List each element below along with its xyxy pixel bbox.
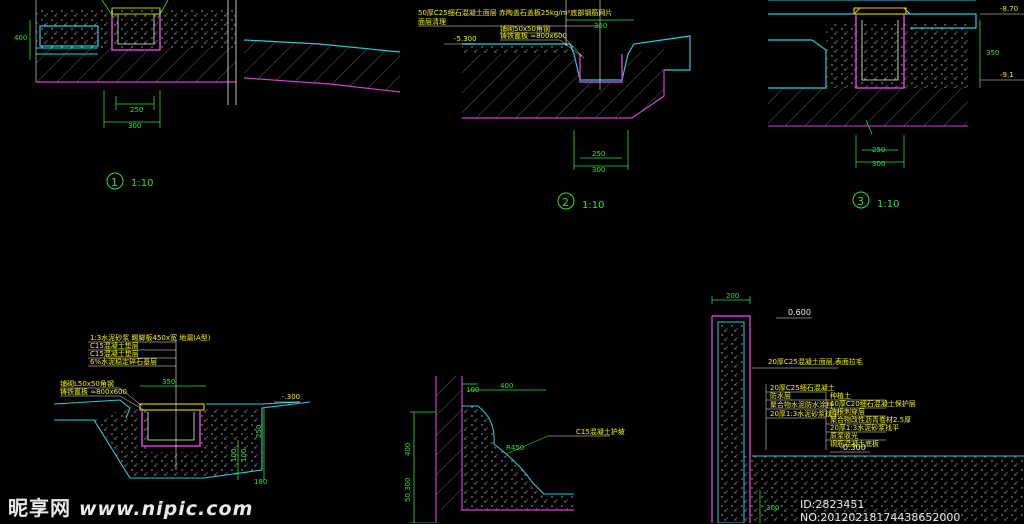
detail-2-level: -5.300 <box>454 35 477 43</box>
detail-2-scale: 1:10 <box>582 200 604 211</box>
detail-3-scale: 1:10 <box>877 199 899 210</box>
detail-5: 400 100 400 50,300 R450 C15混凝土护坡 <box>404 376 625 523</box>
detail-6-note-right-2: 40厚C20细石混凝土保护层 <box>830 399 916 408</box>
detail-4-level: -.300 <box>282 393 300 401</box>
detail-4-dim-height: 250 <box>255 425 263 438</box>
detail-4-label-1: 铺砌L50x50角钢 <box>60 379 114 388</box>
detail-3-dim-height: 350 <box>986 49 999 57</box>
detail-3-level-top: -8.70 <box>1000 5 1018 13</box>
detail-2-number: 2 <box>562 196 569 209</box>
detail-1-dim-inner: 250 <box>130 106 143 114</box>
detail-4-note-1: 1:3水泥砂浆 踢脚板450x宽 地漏(A型) <box>90 333 211 342</box>
watermark: 昵享网 www.nipic.com <box>8 492 253 521</box>
detail-5-dim-top: 400 <box>500 382 513 390</box>
detail-6-note-right-6: 原浆收光 <box>830 431 858 440</box>
detail-4-dim-base-a: 100 <box>230 449 238 462</box>
detail-4-note-2: C15混凝土垫层 <box>90 341 139 350</box>
detail-6-note-left-2: 防水层 <box>770 391 791 400</box>
detail-2-dim-outer: 300 <box>592 166 605 174</box>
image-id-label: ID:2823451 NO:20120218174438652000 <box>800 498 961 524</box>
detail-5-note: C15混凝土护坡 <box>576 427 625 436</box>
detail-5-dim-base: 50,300 <box>404 478 412 503</box>
detail-3: -8.70 -9.1 250 300 350 3 1:10 <box>768 0 1024 210</box>
detail-6-level-top: 0.600 <box>788 308 811 317</box>
detail-2: 50厚C25细石混凝土面层 赤陶盖石盖板25kg/m²底部钢筋网片 面层清理 铺… <box>418 0 691 211</box>
detail-3-dim-outer: 300 <box>872 160 885 168</box>
detail-1: 250 300 400 1 1:10 <box>14 0 401 190</box>
detail-2-dim-top: 350 <box>594 22 607 30</box>
detail-4-note-3: C15混凝土垫层 <box>90 349 139 358</box>
detail-4: 1:3水泥砂浆 踢脚板450x宽 地漏(A型) C15混凝土垫层 C15混凝土垫… <box>53 333 311 486</box>
detail-3-level-bottom: -9.1 <box>1000 71 1014 79</box>
detail-1-dim-outer: 300 <box>128 122 141 130</box>
detail-6-note-left-3: 聚合物水泥防水涂料 <box>770 400 833 409</box>
detail-6-note-right-3: 防根刺穿层 <box>830 407 865 416</box>
detail-6-level-bottom: -0.300 <box>840 443 866 452</box>
detail-6-note-top: 20厚C25混凝土面层,表面拉毛 <box>768 357 863 366</box>
detail-6-note-left-4: 20厚1:3水泥砂浆找平 <box>770 409 839 418</box>
detail-4-note-4: 6%水泥稳定碎石基层 <box>90 357 157 366</box>
detail-6-dim-bottom: 300 <box>766 504 779 512</box>
detail-1-dim-side: 400 <box>14 34 27 42</box>
detail-6-note-right-4: 聚合物改性沥青卷材2.5厚 <box>830 415 911 424</box>
detail-6-note-right-5: 20厚1:3水泥砂浆找平 <box>830 423 899 432</box>
detail-1-scale: 1:10 <box>131 178 153 189</box>
detail-6-note-right-1: 种植土 <box>830 391 851 400</box>
detail-6-note-right-7: 钢筋混凝土底板 <box>830 439 879 448</box>
detail-6: 200 300 0.600 -0.300 20厚C25混凝土面层,表面拉毛 20… <box>711 292 1024 523</box>
detail-6-dim-top: 200 <box>726 292 739 300</box>
detail-2-dim-inner: 250 <box>592 150 605 158</box>
detail-2-note-2: 面层清理 <box>418 17 446 26</box>
detail-3-dim-inner: 250 <box>872 146 885 154</box>
detail-5-dim-lip: 100 <box>466 386 479 394</box>
detail-2-note-1: 50厚C25细石混凝土面层 赤陶盖石盖板25kg/m²底部钢筋网片 <box>418 8 612 17</box>
detail-2-note-4: 铸铁篦板 ≈800x600 <box>500 31 567 40</box>
watermark-brand: 昵享网 <box>8 496 71 520</box>
watermark-site: www.nipic.com <box>78 498 254 520</box>
detail-4-dim-top: 350 <box>162 378 175 386</box>
detail-4-label-2: 铸铁篦板 ≈800x600 <box>60 387 127 396</box>
detail-1-number: 1 <box>111 176 118 189</box>
detail-2-note-3: 铺砌50x50角钢 <box>500 24 550 33</box>
detail-5-radius: R450 <box>506 444 524 452</box>
detail-6-note-left-1: 20厚C25细石混凝土 <box>770 383 835 392</box>
detail-3-number: 3 <box>857 195 864 208</box>
detail-4-dim-base-b: 100 <box>240 449 248 462</box>
detail-4-dim-side: 180 <box>254 478 267 486</box>
detail-5-dim-height: 400 <box>404 443 412 456</box>
